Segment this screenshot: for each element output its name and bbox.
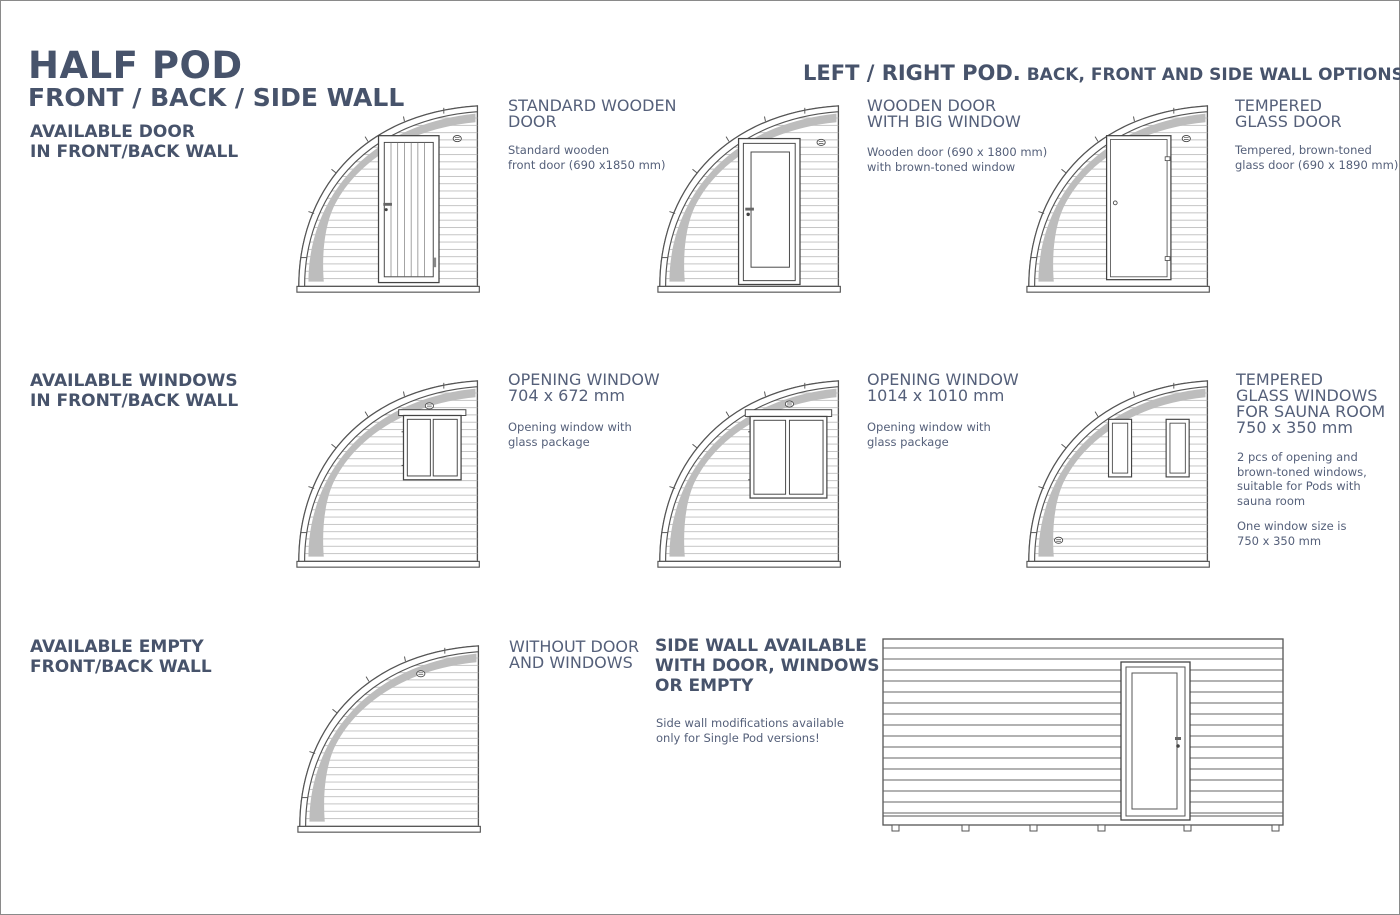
pod-glass-door-drawing: [1025, 100, 1217, 300]
option-title-empty-wall: WITHOUT DOOR AND WINDOWS: [509, 637, 640, 672]
door-handle-icon: [745, 207, 754, 211]
side-wall-drawing: [882, 638, 1284, 832]
pod-window-small-drawing: [295, 375, 487, 575]
option-desc-window-large: Opening window with glass package: [867, 420, 991, 449]
side-wall-desc: Side wall modifications available only f…: [656, 716, 844, 745]
hinge-icon: [1164, 256, 1171, 261]
option-title-window-large: OPENING WINDOW 1014 x 1010 mm: [867, 370, 1019, 405]
option-desc2-sauna-windows: One window size is 750 x 350 mm: [1237, 519, 1347, 548]
vent-icon: [1181, 135, 1191, 143]
hinge-icon: [1164, 156, 1171, 162]
page-subtitle: FRONT / BACK / SIDE WALL: [28, 83, 405, 112]
option-desc-glass-door: Tempered, brown-toned glass door (690 x …: [1235, 143, 1399, 172]
pod-standard-door-drawing: [295, 100, 487, 300]
side-wall-title: SIDE WALL AVAILABLE WITH DOOR, WINDOWS O…: [655, 636, 880, 696]
pod-window-large-drawing: [656, 375, 848, 575]
page-title: HALF POD: [28, 44, 243, 87]
option-desc-big-window-door: Wooden door (690 x 1800 mm) with brown-t…: [867, 145, 1048, 174]
door-handle-icon: [1175, 737, 1181, 740]
option-title-big-window-door: WOODEN DOOR WITH BIG WINDOW: [867, 96, 1021, 131]
option-title-sauna-windows: TEMPERED GLASS WINDOWS FOR SAUNA ROOM 75…: [1236, 370, 1386, 437]
door-handle-icon: [383, 202, 392, 206]
section-label-door: AVAILABLE DOOR IN FRONT/BACK WALL: [30, 122, 239, 162]
door-handle-icon: [1112, 200, 1118, 206]
section-label-windows: AVAILABLE WINDOWS IN FRONT/BACK WALL: [30, 371, 239, 411]
option-title-window-small: OPENING WINDOW 704 x 672 mm: [508, 370, 660, 405]
vent-icon: [424, 402, 434, 410]
option-title-glass-door: TEMPERED GLASS DOOR: [1235, 96, 1342, 131]
pod-sauna-windows-drawing: [1025, 375, 1217, 575]
pod-empty-wall-drawing: [296, 640, 488, 840]
right-heading-big: LEFT / RIGHT POD.: [803, 61, 1021, 85]
pod-big-window-door-drawing: [656, 100, 848, 300]
option-desc-standard-door: Standard wooden front door (690 x1850 mm…: [508, 143, 666, 172]
option-desc-window-small: Opening window with glass package: [508, 420, 632, 449]
vent-icon: [416, 670, 426, 678]
right-heading-small: BACK, FRONT AND SIDE WALL OPTIONS: [1020, 65, 1400, 85]
hinge-icon: [433, 257, 437, 268]
section-label-empty: AVAILABLE EMPTY FRONT/BACK WALL: [30, 637, 212, 677]
option-desc-sauna-windows: 2 pcs of opening and brown-toned windows…: [1237, 450, 1367, 508]
option-title-standard-door: STANDARD WOODEN DOOR: [508, 96, 677, 131]
right-heading: LEFT / RIGHT POD. BACK, FRONT AND SIDE W…: [803, 60, 1400, 88]
vent-icon: [816, 138, 826, 146]
vent-icon: [1054, 536, 1064, 544]
vent-icon: [784, 400, 794, 408]
vent-icon: [452, 135, 462, 143]
